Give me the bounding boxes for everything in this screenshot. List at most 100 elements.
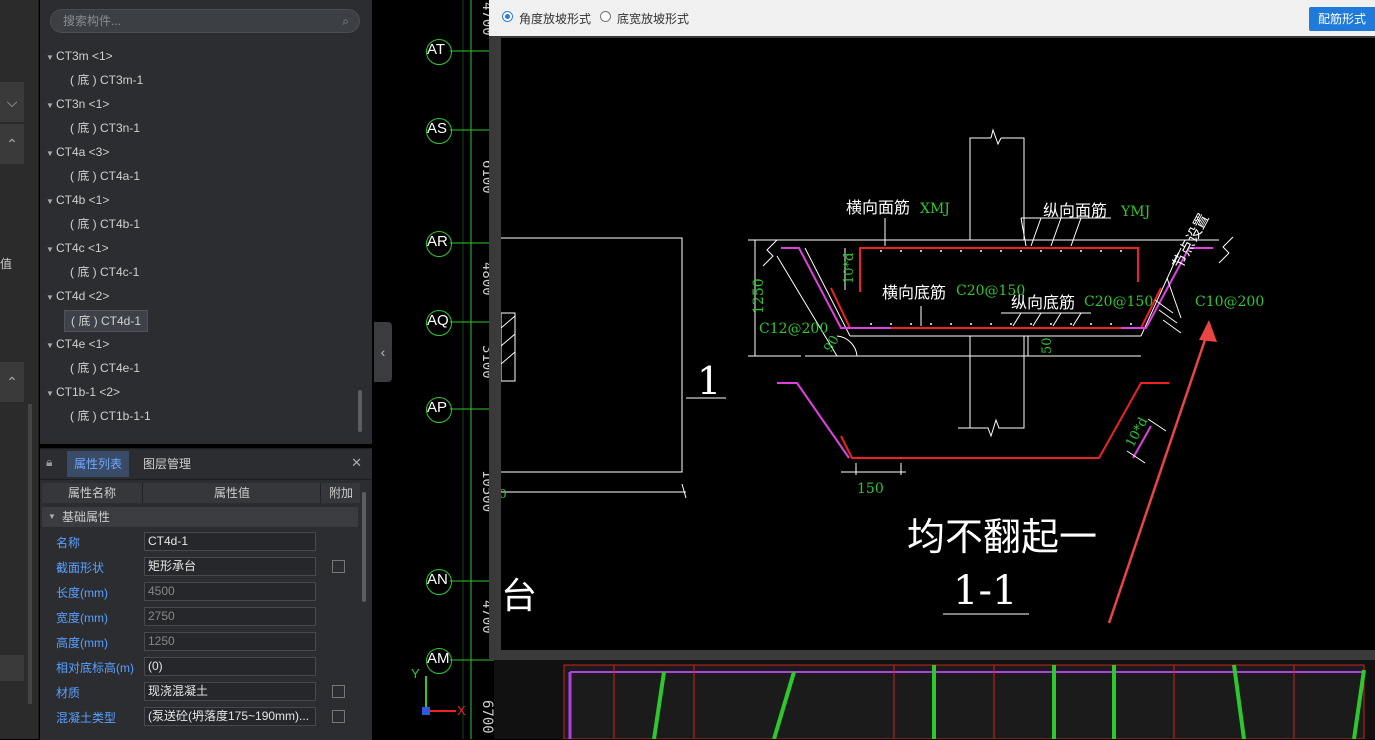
- tree-child-item[interactable]: ( 底 ) CT4b-1: [70, 217, 141, 231]
- property-value-field[interactable]: 1250: [144, 632, 316, 651]
- tab-layers[interactable]: 图层管理: [143, 457, 192, 471]
- label-fifty: 50: [1040, 337, 1055, 354]
- property-row: 长度(mm)4500: [42, 580, 358, 605]
- properties-scrollbar[interactable]: [362, 492, 366, 602]
- tree-child-item[interactable]: ( 底 ) CT4c-1: [70, 265, 140, 279]
- tree-scrollbar[interactable]: [358, 390, 362, 432]
- tree-group-item[interactable]: ▼CT4a <3>: [46, 142, 109, 162]
- label-v-top: 纵向面筋: [1043, 201, 1107, 220]
- property-row: 相对底标高(m) (0): [42, 655, 358, 680]
- search-placeholder: 搜索构件...: [63, 14, 122, 28]
- tab-properties[interactable]: 属性列表: [67, 451, 130, 477]
- left-toolbar-strip: ⌵ ⌃ 值 ⌃: [0, 0, 39, 739]
- label-slope-bar: C12@200: [759, 321, 828, 337]
- group-label: 基础属性: [62, 510, 111, 524]
- col-value-header: 属性值: [142, 483, 321, 503]
- radio-angle-label[interactable]: 角度放坡形式: [519, 12, 592, 26]
- label-section: 1-1: [953, 568, 1017, 614]
- tree-child-item[interactable]: ( 底 ) CT4e-1: [70, 361, 141, 375]
- tree-group-label: CT4c <1>: [56, 241, 109, 255]
- property-value-field[interactable]: 矩形承台: [144, 557, 316, 576]
- tree-group-item[interactable]: ▼CT4b <1>: [46, 190, 109, 210]
- collapse-chevron-icon-2[interactable]: ⌃: [0, 362, 24, 402]
- tree-group-item[interactable]: ▼CT4d <2>: [46, 286, 109, 306]
- property-row: 截面形状 矩形承台: [42, 555, 358, 580]
- radio-width-label[interactable]: 底宽放坡形式: [617, 12, 690, 26]
- property-extra-checkbox[interactable]: [332, 685, 345, 698]
- property-value-field[interactable]: (0): [144, 657, 316, 676]
- property-row: 混凝土类型(泵送砼(坍落度175~190mm)...: [42, 705, 358, 730]
- tree-caret-icon[interactable]: ▼: [46, 149, 54, 158]
- left-strip-block: [0, 655, 24, 681]
- property-extra-checkbox[interactable]: [332, 710, 345, 723]
- label-h-bot-val: C20@150: [956, 283, 1025, 299]
- group-basic-properties[interactable]: ▼ 基础属性: [42, 507, 358, 527]
- property-name: 相对底标高(m): [56, 661, 134, 675]
- collapse-chevron-icon[interactable]: ⌃: [0, 124, 24, 164]
- lock-icon[interactable]: 🔒︎: [46, 455, 53, 469]
- label-angle: 90: [821, 333, 842, 355]
- tree-caret-icon[interactable]: ▼: [46, 101, 54, 110]
- tree-child-item[interactable]: ( 底 ) CT3n-1: [70, 121, 141, 135]
- axis-bubble: [426, 310, 452, 336]
- close-icon[interactable]: ✕: [351, 455, 362, 470]
- fragment-number: 1: [697, 359, 721, 403]
- axis-label: AR: [427, 233, 448, 250]
- tree-caret-icon[interactable]: ▼: [46, 245, 54, 254]
- tree-caret-icon[interactable]: ▼: [46, 389, 54, 398]
- ucs-x-label: X: [457, 703, 466, 718]
- dimension-text: 6700: [479, 700, 495, 734]
- left-strip-scrollbar[interactable]: [28, 404, 32, 704]
- property-value-field[interactable]: 4500: [144, 582, 316, 601]
- tree-group-item[interactable]: ▼CT4e <1>: [46, 334, 109, 354]
- col-name-header: 属性名称: [67, 486, 116, 500]
- tree-child-item[interactable]: ( 底 ) CT4a-1: [70, 169, 141, 183]
- label-h-bot: 横向底筋: [882, 283, 946, 302]
- tree-group-item[interactable]: ▼CT1b-1 <2>: [46, 382, 120, 402]
- property-extra-checkbox[interactable]: [332, 560, 345, 573]
- tree-group-label: CT4b <1>: [56, 193, 110, 207]
- property-value-field[interactable]: 2750: [144, 607, 316, 626]
- axis-bubble: [426, 231, 452, 257]
- tree-caret-icon[interactable]: ▼: [46, 341, 54, 350]
- group-caret-icon[interactable]: ▼: [48, 512, 56, 521]
- property-name: 截面形状: [56, 561, 105, 575]
- property-value-field[interactable]: (泵送砼(坍落度175~190mm)...: [144, 707, 316, 726]
- panel-collapse-button[interactable]: ‹: [374, 322, 392, 382]
- reinforcement-form-button[interactable]: 配筋形式: [1309, 7, 1375, 31]
- tree-group-label: CT4e <1>: [56, 337, 110, 351]
- fragment-zero: 0: [501, 487, 507, 501]
- tree-group-item[interactable]: ▼CT3n <1>: [46, 94, 109, 114]
- tree-child-item[interactable]: ( 底 ) CT1b-1-1: [70, 409, 151, 423]
- tree-child-item-selected[interactable]: ( 底 ) CT4d-1: [64, 310, 149, 332]
- ucs-y-label: Y: [411, 666, 420, 681]
- tree-caret-icon[interactable]: ▼: [46, 293, 54, 302]
- property-value-field[interactable]: CT4d-1: [144, 532, 316, 551]
- tree-group-item[interactable]: ▼CT4c <1>: [46, 238, 109, 258]
- property-name: 宽度(mm): [56, 611, 108, 625]
- label-note: 均不翻起一: [907, 515, 1097, 559]
- tree-caret-icon[interactable]: ▼: [46, 197, 54, 206]
- label-v-top-code: YMJ: [1120, 204, 1150, 220]
- property-row: 宽度(mm) 2750: [42, 605, 358, 630]
- properties-header: 属性名称 属性值 附加: [42, 483, 360, 503]
- fragment-char: 台: [501, 576, 537, 617]
- expand-chevron-icon[interactable]: ⌵: [0, 82, 24, 122]
- tree-group-item[interactable]: ▼CT3m <1>: [46, 46, 113, 66]
- radio-angle-slope[interactable]: [502, 11, 513, 22]
- properties-tabbar: 🔒︎ 属性列表 图层管理 ✕: [40, 449, 372, 480]
- property-name: 高度(mm): [56, 636, 108, 650]
- axis-bubble: [426, 569, 452, 595]
- axis-label: AM: [427, 650, 450, 667]
- tree-group-label: CT4d <2>: [56, 289, 110, 303]
- axis-label: AN: [427, 571, 448, 588]
- radio-width-slope[interactable]: [600, 11, 611, 22]
- tree-caret-icon[interactable]: ▼: [46, 53, 54, 62]
- label-side-bar: C10@200: [1195, 294, 1264, 310]
- tree-child-item[interactable]: ( 底 ) CT3m-1: [70, 73, 144, 87]
- label-h-top-code: XMJ: [920, 201, 950, 217]
- search-icon[interactable]: ⌕: [342, 14, 349, 28]
- property-row: 材质现浇混凝土: [42, 680, 358, 705]
- search-input[interactable]: 搜索构件... ⌕: [50, 9, 360, 33]
- property-value-field[interactable]: 现浇混凝土: [144, 682, 316, 701]
